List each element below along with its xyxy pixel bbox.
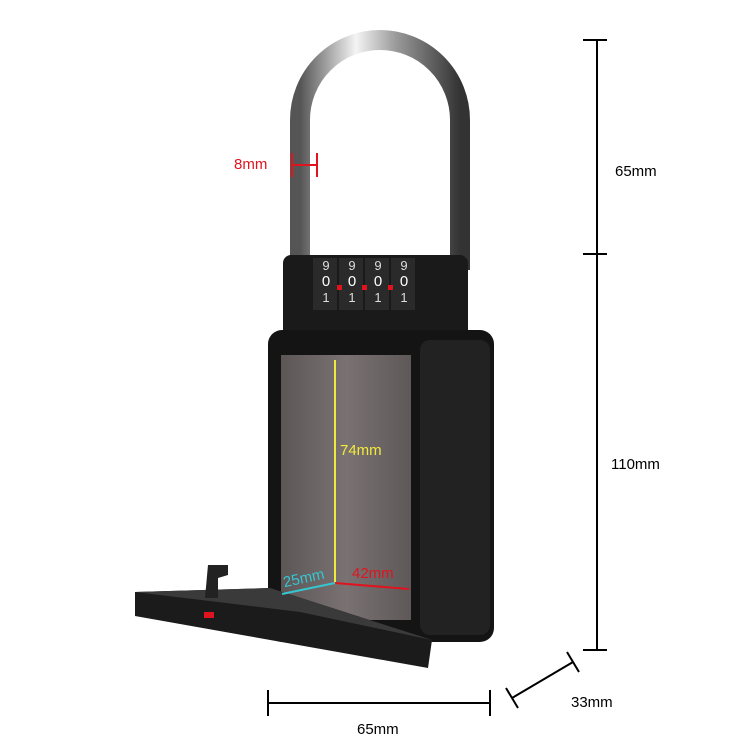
- combination-dials: [313, 258, 415, 310]
- interior-window: [281, 355, 411, 620]
- lid: [135, 588, 432, 668]
- shackle-height-label: 65mm: [615, 163, 657, 180]
- interior-depth-line: [281, 582, 336, 595]
- height-dimension-line: [583, 39, 607, 651]
- shackle: [290, 30, 470, 270]
- grip-side: [420, 340, 490, 635]
- interior-width-line: [334, 582, 410, 590]
- width-label: 65mm: [357, 721, 399, 738]
- lid-hook: [205, 565, 228, 598]
- depth-dimension-line: [505, 651, 580, 709]
- depth-label: 33mm: [571, 694, 613, 711]
- shackle-diameter-marker: [291, 153, 318, 177]
- interior-height-label: 74mm: [340, 442, 382, 459]
- shackle-diameter-label: 8mm: [234, 156, 268, 173]
- interior-width-label: 42mm: [352, 565, 394, 582]
- body-height-label: 110mm: [611, 456, 660, 473]
- width-dimension-line: [267, 690, 491, 716]
